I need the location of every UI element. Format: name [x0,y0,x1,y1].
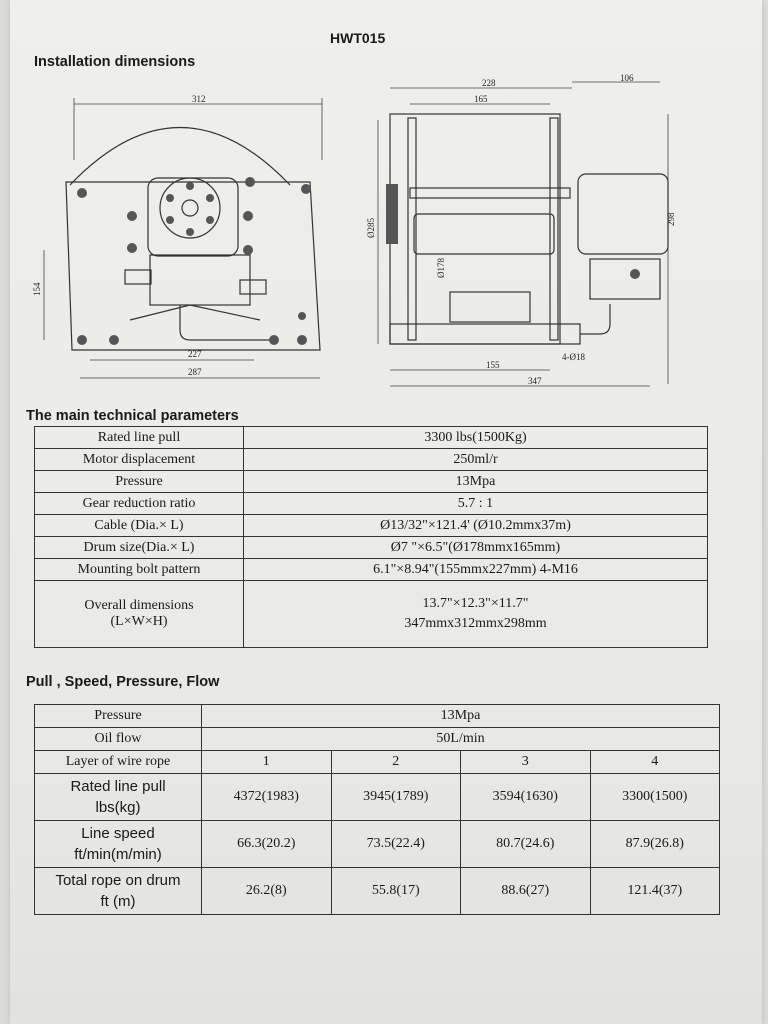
front-dim-bottom2: 287 [188,367,202,377]
rope-on-drum-row: Total rope on drum ft (m) 26.2(8) 55.8(1… [34,867,720,915]
spec-sheet: HWT015 Installation dimensions [10,0,762,1024]
line-pull-cell: 4372(1983) [201,773,332,821]
param-label: Mounting bolt pattern [34,558,244,581]
param-value: Ø13/32"×121.4' (Ø10.2mmx37m) [243,514,708,537]
line-speed-label: Line speed ft/min(m/min) [34,820,202,868]
line-pull-cell: 3945(1789) [330,773,461,821]
overall-dimensions-value: 13.7"×12.3"×11.7" 347mmx312mmx298mm [243,580,708,648]
overall-label-2: (L×W×H) [110,614,168,629]
line-pull-cell: 3300(1500) [589,773,720,821]
pressure-label: Pressure [34,704,202,728]
rope-on-drum-label-2: ft (m) [100,893,136,910]
param-label: Gear reduction ratio [34,492,244,515]
rope-on-drum-cell: 88.6(27) [460,867,591,915]
layer-cell: 3 [460,750,591,774]
side-dim-drum: Ø178 [436,258,446,278]
side-dim-right: 298 [666,212,676,226]
side-dim-holes: 4-Ø18 [562,352,585,362]
line-speed-row: Line speed ft/min(m/min) 66.3(20.2) 73.5… [34,820,720,868]
side-dim-top3: 165 [474,94,488,104]
document-title: HWT015 [330,30,386,46]
line-speed-cell: 66.3(20.2) [201,820,332,868]
overall-label-1: Overall dimensions [84,598,194,613]
front-dim-bottom1: 227 [188,349,202,359]
performance-heading: Pull , Speed, Pressure, Flow [26,674,220,690]
line-pull-label-2: lbs(kg) [95,799,141,816]
line-speed-cell: 73.5(22.4) [330,820,461,868]
front-dim-left: 154 [32,282,42,296]
side-dim-bottom1: 155 [486,360,500,370]
overall-value-2: 347mmx312mmx298mm [404,616,547,631]
layer-cell: 4 [589,750,720,774]
overall-value-1: 13.7"×12.3"×11.7" [422,596,529,611]
params-heading: The main technical parameters [26,408,239,424]
param-value: 13Mpa [243,470,708,493]
param-label: Drum size(Dia.× L) [34,536,244,559]
rope-on-drum-cell: 26.2(8) [201,867,332,915]
installation-heading: Installation dimensions [34,54,196,70]
layer-row: Layer of wire rope 1 2 3 4 [34,750,720,774]
param-value: Ø7 "×6.5"(Ø178mmx165mm) [243,536,708,559]
pressure-value: 13Mpa [201,704,720,728]
rope-on-drum-label-1: Total rope on drum [55,872,181,889]
layer-cell: 1 [201,750,332,774]
param-row: Drum size(Dia.× L)Ø7 "×6.5"(Ø178mmx165mm… [34,536,708,559]
line-pull-cell: 3594(1630) [460,773,591,821]
param-label: Cable (Dia.× L) [34,514,244,537]
line-pull-label-1: Rated line pull [70,778,166,795]
rope-on-drum-cell: 55.8(17) [330,867,461,915]
layer-cell: 2 [330,750,461,774]
oil-flow-value: 50L/min [201,727,720,751]
param-value: 3300 lbs(1500Kg) [243,426,708,449]
param-label: Pressure [34,470,244,493]
side-dim-left: Ø285 [366,218,376,238]
line-speed-label-1: Line speed [81,825,155,842]
line-speed-cell: 80.7(24.6) [460,820,591,868]
side-dim-top1: 228 [482,78,496,88]
side-view-drawing: 228 106 165 Ø285 Ø178 298 155 347 4-Ø18 [366,74,676,387]
param-label: Motor displacement [34,448,244,471]
performance-table: Pressure 13Mpa Oil flow 50L/min Layer of… [34,704,720,915]
side-dim-bottom2: 347 [528,376,542,386]
oil-flow-row: Oil flow 50L/min [34,727,720,751]
line-pull-label: Rated line pull lbs(kg) [34,773,202,821]
param-label: Rated line pull [34,426,244,449]
front-dim-top: 312 [192,94,206,104]
front-view-drawing: 312 227 287 154 [32,94,323,379]
oil-flow-label: Oil flow [34,727,202,751]
param-row: Cable (Dia.× L)Ø13/32"×121.4' (Ø10.2mmx3… [34,514,708,537]
layer-label: Layer of wire rope [34,750,202,774]
overall-dimensions-label: Overall dimensions(L×W×H) [34,580,244,648]
param-value: 6.1"×8.94"(155mmx227mm) 4-M16 [243,558,708,581]
line-speed-cell: 87.9(26.8) [589,820,720,868]
param-value: 5.7 : 1 [243,492,708,515]
overall-dimensions-row: Overall dimensions(L×W×H)13.7"×12.3"×11.… [34,580,708,648]
rope-on-drum-label: Total rope on drum ft (m) [34,867,202,915]
rope-on-drum-cell: 121.4(37) [589,867,720,915]
line-pull-row: Rated line pull lbs(kg) 4372(1983) 3945(… [34,773,720,821]
line-speed-label-2: ft/min(m/min) [74,846,162,863]
side-dim-top2: 106 [620,74,634,83]
pressure-row: Pressure 13Mpa [34,704,720,728]
param-value: 250ml/r [243,448,708,471]
